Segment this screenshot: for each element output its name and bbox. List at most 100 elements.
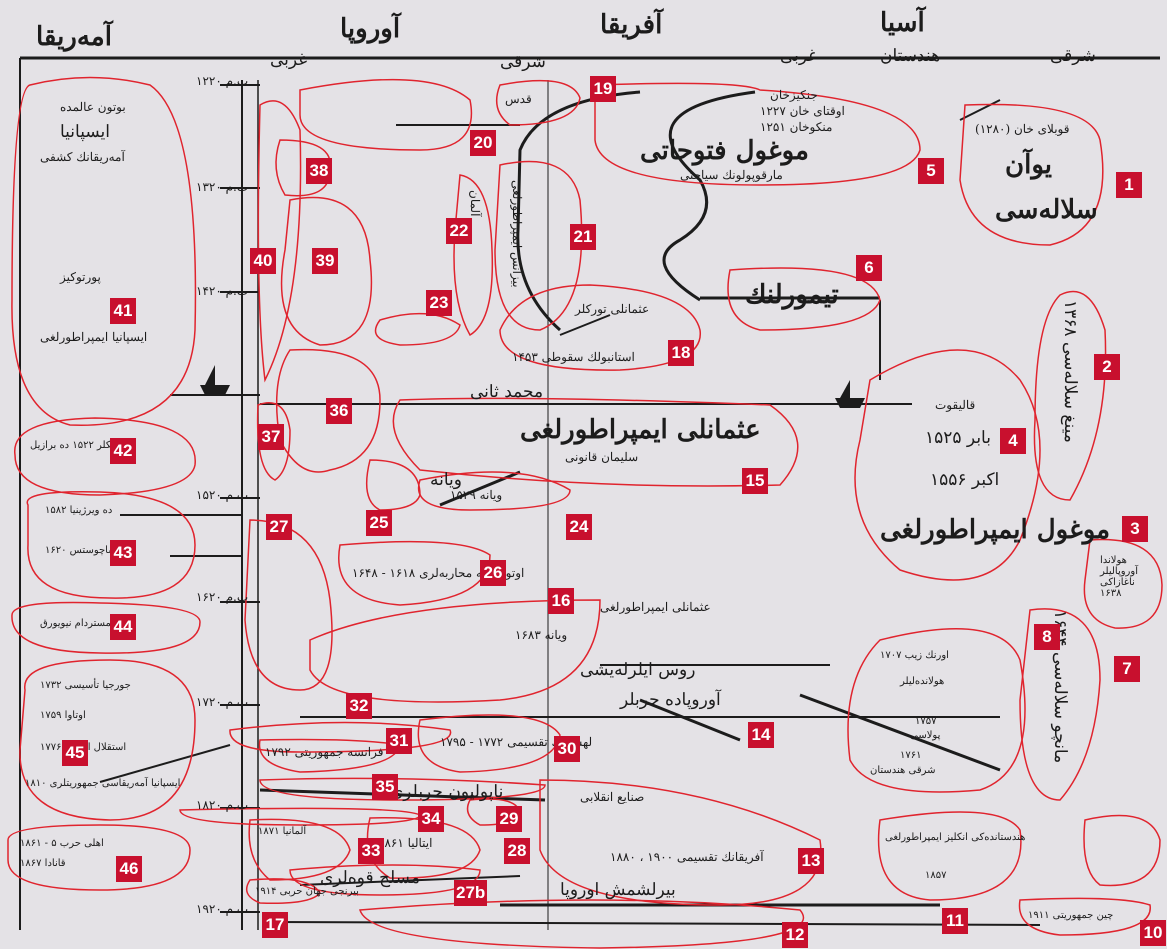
genghis-text: جنکیزخان (770, 88, 818, 102)
label-25: 25 (366, 510, 392, 536)
label-17: 17 (262, 912, 288, 938)
germany-1871-text: آلمانیا ۱۸۷۱ (258, 826, 307, 837)
label-10: 10 (1140, 920, 1166, 946)
label-44: 44 (110, 614, 136, 640)
header-asia: آسیا (880, 8, 925, 38)
label-8: 8 (1034, 624, 1060, 650)
india-1857-text: ۱۸۵۷ (925, 870, 947, 881)
year-1320: ب.م ۱۳۲۰ (196, 180, 249, 194)
year-1420: ب.م ۱۴۲۰ (196, 284, 249, 298)
label-34: 34 (418, 806, 444, 832)
vienna-1683-text: ویانه ۱۶۸۳ (515, 628, 568, 642)
spain-text: ایسپانیا (60, 122, 110, 142)
georgia-text: ۱۷۳۲ جورجیا تأسیسی (40, 680, 131, 691)
calicut-text: قالیقوت (935, 398, 976, 412)
dutch-text: هولانده‌لیلر (900, 676, 945, 687)
russian-advance-text: روس ایلرله‌یشی (580, 660, 696, 680)
kublai-text: قوبلای خان (۱۲۸۰) (975, 122, 1070, 136)
akbar-text: اکبر ۱۵۵۶ (930, 470, 1000, 490)
label-11: 11 (942, 908, 968, 934)
africa-partition-text: آفریقانك تقسیمی ۱۹۰۰ ، ۱۸۸۰ (610, 850, 764, 864)
k-1761-text: ۱۷۶۱ (900, 750, 922, 761)
first-world-war-text: بیرنجی جهان حربی ۱۹۱۴ (255, 886, 359, 897)
label-37: 37 (258, 424, 284, 450)
label-20: 20 (470, 130, 496, 156)
label-31: 31 (386, 728, 412, 754)
header-africa: آفریقا (600, 10, 663, 40)
label-4: 4 (1000, 428, 1026, 454)
label-13: 13 (798, 848, 824, 874)
label-24: 24 (566, 514, 592, 540)
label-39: 39 (312, 248, 338, 274)
vienna-1529-text: ویانه ۱۵۲۹ (450, 488, 503, 502)
spanish-empire-text: ایسپانیا ایمپراطورلغی (40, 330, 148, 344)
label-33: 33 (358, 838, 384, 864)
label-32: 32 (346, 693, 372, 719)
ogedei-text: ۱۲۲۷ اوقتای خان (760, 104, 845, 118)
pek-1757-text: ۱۷۵۷ (915, 716, 937, 727)
header-america: آمه‌ریقا (36, 22, 112, 52)
label-28: 28 (504, 838, 530, 864)
ottoman-decline-text: عثمانلی ایمپراطورلغی (600, 600, 711, 614)
canada-text: ۱۸۶۷ قانادا (20, 858, 66, 869)
independence-text: ۱۷۷۶ استقلال اعلانی (40, 742, 127, 753)
label-22: 22 (446, 218, 472, 244)
label-30: 30 (554, 736, 580, 762)
napoleonic-wars-text: ناپولیون حربلری (390, 782, 504, 802)
french-republic-text: فرانسه جمهوریتی ۱۷۹۲ (265, 745, 384, 759)
united-europe-text: بیرلشمش اوروپا (560, 880, 676, 900)
istanbul-1453-text: استانبولك سقوطی ۱۴۵۳ (512, 350, 635, 364)
ming-text: مینغ سلاله‌سی ۱۳۶۸ (1060, 300, 1080, 443)
discovery-text: آمه‌ریقانك كشفی (40, 150, 125, 164)
label-6: 6 (856, 255, 882, 281)
ottoman-turks-text: عثمانلی تورکلر (575, 302, 650, 316)
armed-forces-text: مسلح قوه‌لری (320, 868, 420, 888)
year-1720: ب.م ۱۷۲۰ (196, 695, 249, 709)
label-41: 41 (110, 298, 136, 324)
label-14: 14 (748, 722, 774, 748)
dutch-nagasaki-text: هولاندا آوروپالیلر ناغازاکی ۱۶۳۸ (1100, 555, 1138, 599)
plassey-text: پولاسی (910, 730, 941, 741)
header-india: هندستان (880, 46, 941, 66)
portugal-text: پورتوکیز (60, 270, 101, 284)
label-2: 2 (1094, 354, 1120, 380)
yuan-text: یوآن (1005, 150, 1052, 180)
header-europe: آوروپا (340, 14, 401, 44)
yuan-dynasty-text: سلاله‌سی (995, 195, 1098, 225)
label-5: 5 (918, 158, 944, 184)
year-1220: ب.م ۱۲۲۰ (196, 74, 249, 88)
ottoman-empire-text: عثمانلی ایمپراطورلغی (520, 415, 761, 445)
label-19: 19 (590, 76, 616, 102)
header-east-asia: شرقی (1050, 46, 1096, 66)
label-7: 7 (1114, 656, 1140, 682)
label-42: 42 (110, 438, 136, 464)
label-3: 3 (1122, 516, 1148, 542)
mongol-conquests-text: موغول فتوحاتی (640, 136, 809, 166)
year-1620: ب.م ۱۶۲۰ (196, 590, 249, 604)
new-york-text: آمستردام نیویورق (40, 618, 114, 629)
aurangzeb-text: ۱۷۰۷ اورنك زیب (880, 650, 949, 661)
year-1920: ب.م ۱۹۲۰ (196, 902, 249, 916)
label-27-lower: 27b (454, 880, 488, 906)
header-west: غربی (270, 50, 308, 70)
british-india-text: هندستانده‌کی انکلیز ایمپراطورلغی (885, 832, 1026, 843)
header-west-asia: غربی (780, 46, 818, 66)
label-29: 29 (496, 806, 522, 832)
label-43: 43 (110, 540, 136, 566)
label-18: 18 (668, 340, 694, 366)
timur-text: تیمورلنك (745, 280, 839, 310)
label-45: 45 (62, 740, 88, 766)
german-text: آلمان (468, 190, 482, 217)
brazil-1522-text: فرنکلر ۱۵۲۲ ده برازیل (30, 440, 124, 451)
label-23: 23 (426, 290, 452, 316)
italy-text: ایتالیا ۱۸۶۱ (378, 836, 433, 850)
whole-world-text: بوتون عالمده (60, 100, 126, 114)
label-15: 15 (742, 468, 768, 494)
label-36: 36 (326, 398, 352, 424)
marco-polo-text: مارقوپولونك سیاحتی (680, 168, 783, 182)
civil-war-text: ۱۸۶۱ - ۵ اهلی حرب (20, 838, 104, 849)
mehmed-text: محمد ثانی (470, 382, 544, 402)
european-wars-text: آوروپاده حربلر (620, 690, 721, 710)
industrial-revolution-text: صنایع انقلابی (580, 790, 645, 804)
